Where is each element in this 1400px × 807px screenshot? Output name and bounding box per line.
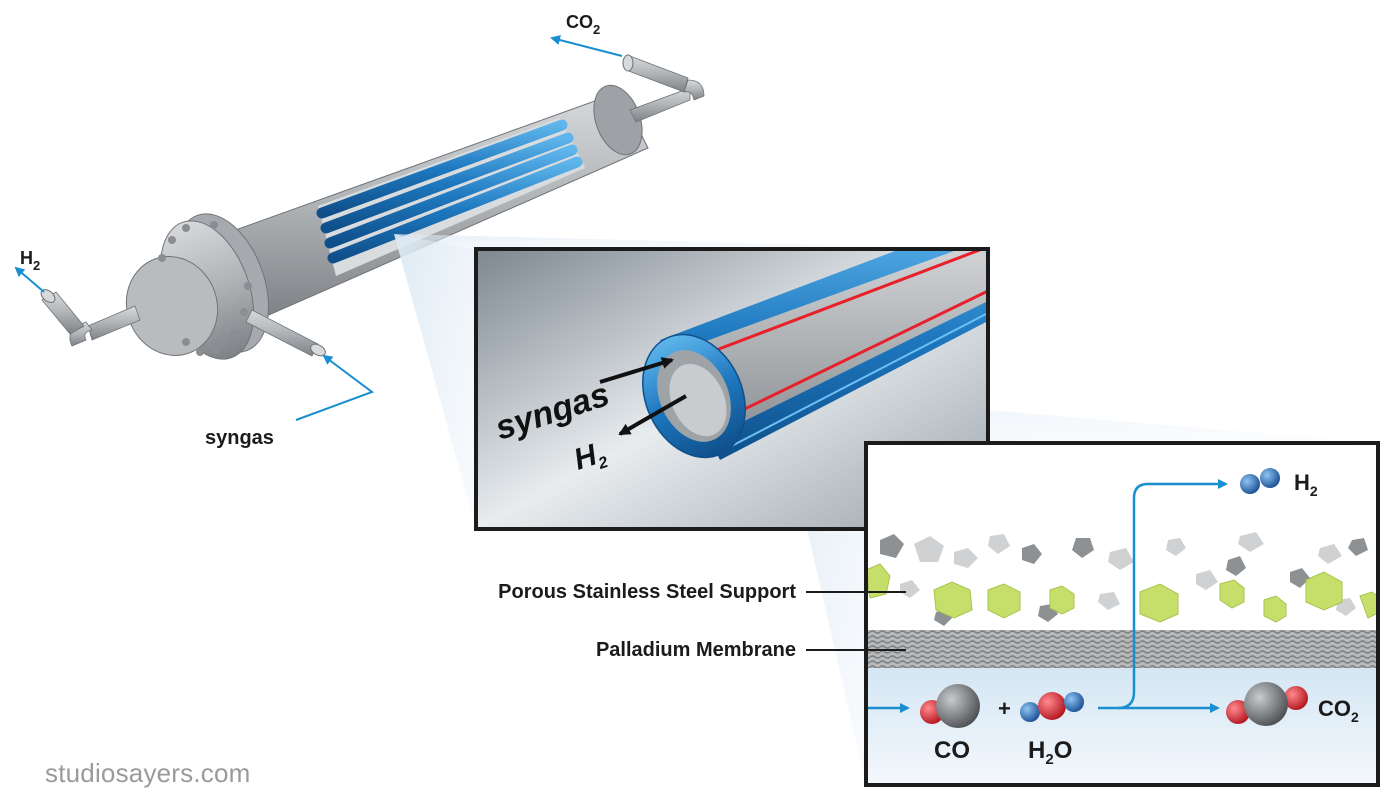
syngas-inlet-arrow — [295, 354, 375, 421]
gas-channel — [866, 668, 1378, 785]
tube-zoom-panel: syngas H2 — [474, 247, 990, 531]
layer-callouts: Porous Stainless Steel Support Palladium… — [498, 581, 906, 661]
h2o-molecule — [1020, 692, 1084, 722]
reactor-flow-arrows — [14, 35, 623, 421]
support-callout-label: Porous Stainless Steel Support — [498, 581, 796, 603]
porous-support-layer — [866, 525, 1378, 630]
h2-outlet-label: H2 — [20, 248, 40, 273]
membrane-detail-panel: + CO H2O CO2 H2 — [864, 441, 1380, 787]
palladium-membrane-layer — [866, 630, 1378, 668]
h2-molecule — [1240, 468, 1280, 494]
h2o-label: H2O — [1028, 737, 1072, 768]
palladium-layer-line — [689, 249, 987, 362]
h2-outlet-arrow — [14, 266, 45, 293]
co-label: CO — [934, 737, 970, 764]
co2-outlet-arrow — [550, 35, 623, 57]
credit-watermark: studiosayers.com — [45, 758, 251, 788]
co-molecule — [920, 684, 980, 728]
h2-out-arrow — [618, 394, 687, 436]
syngas-in-arrow — [599, 357, 674, 384]
membrane-callout-label: Palladium Membrane — [596, 639, 796, 661]
membrane-reactor — [40, 54, 705, 360]
syngas-inlet-label: syngas — [205, 427, 274, 449]
h2-product-label: H2 — [1294, 470, 1318, 499]
plus-sign: + — [998, 696, 1011, 721]
co2-outlet-label: CO2 — [566, 12, 600, 37]
zoom-beam-1 — [394, 234, 476, 529]
co2-molecule — [1226, 682, 1308, 726]
co2-product-label: CO2 — [1318, 696, 1359, 725]
